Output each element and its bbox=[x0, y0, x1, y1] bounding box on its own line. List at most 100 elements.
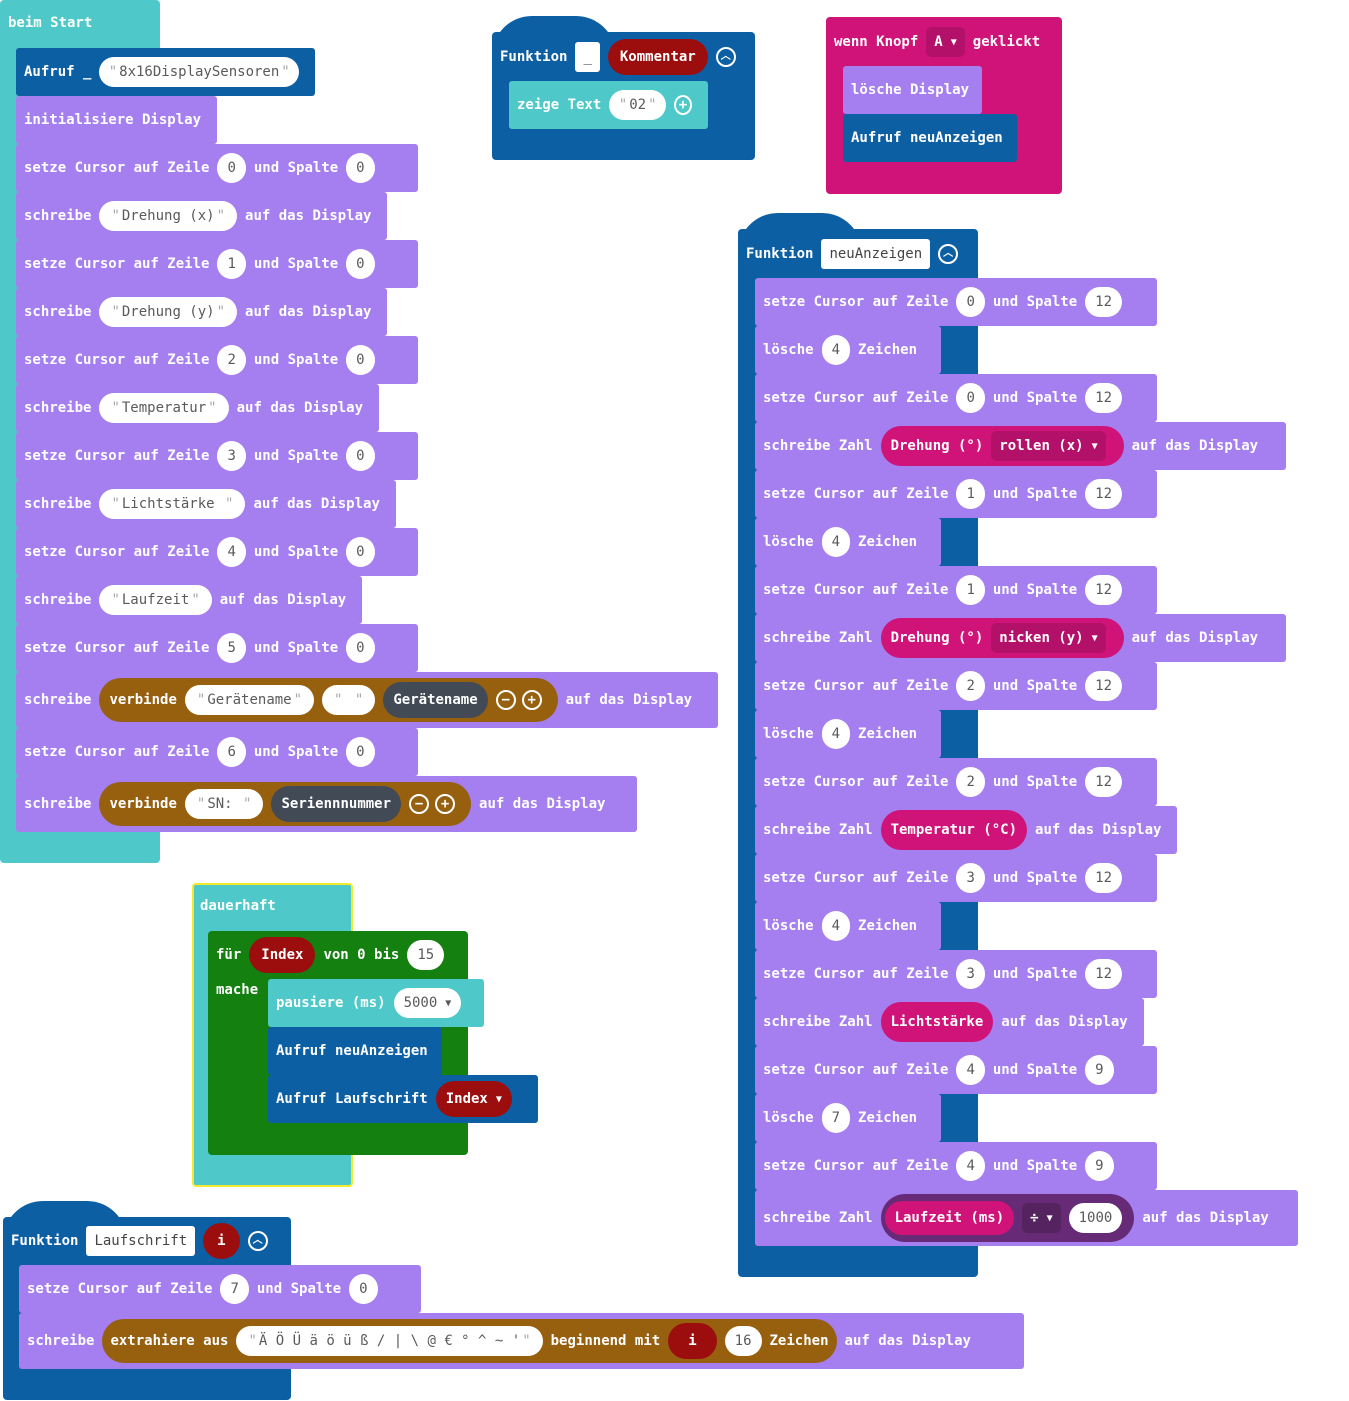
write-text-block[interactable]: schreibe"Laufzeit"auf das Display bbox=[16, 576, 363, 624]
cursor-col-field[interactable]: 0 bbox=[346, 249, 375, 279]
cursor-col-field[interactable]: 12 bbox=[1085, 575, 1123, 605]
button-event-header[interactable]: wenn Knopf A▼ geklickt bbox=[826, 18, 1056, 66]
pause-dropdown[interactable]: 5000▼ bbox=[393, 988, 462, 1018]
write-text-field[interactable]: "Laufzeit" bbox=[99, 585, 212, 615]
cursor-col-field[interactable]: 0 bbox=[346, 153, 375, 183]
collapse-icon[interactable]: ︿ bbox=[938, 244, 959, 264]
join-text-b[interactable]: " " bbox=[322, 685, 376, 715]
laufschrift-write-block[interactable]: schreibe extrahiere aus "Ä Ö Ü ä ö ü ß /… bbox=[19, 1313, 1024, 1369]
laufschrift-header[interactable]: Funktion Laufschrift i ︿ bbox=[3, 1217, 284, 1265]
plus-icon[interactable]: + bbox=[435, 794, 456, 814]
cursor-col-field[interactable]: 0 bbox=[346, 537, 375, 567]
kommentar-header[interactable]: Funktion _ Kommentar ︿ bbox=[492, 33, 752, 81]
show-text-value[interactable]: "02" bbox=[609, 90, 666, 120]
cursor-row-field[interactable]: 4 bbox=[956, 1151, 985, 1181]
sensor-reporter[interactable]: Temperatur (°C) bbox=[880, 810, 1028, 850]
rotation-sensor[interactable]: Drehung (°)nicken (y)▼ bbox=[880, 618, 1124, 658]
cursor-col-field[interactable]: 9 bbox=[1085, 1151, 1114, 1181]
cursor-col-field[interactable]: 12 bbox=[1085, 767, 1123, 797]
collapse-icon[interactable]: ︿ bbox=[715, 47, 736, 67]
join-text-a[interactable]: "SN: " bbox=[184, 789, 264, 819]
axis-dropdown[interactable]: nicken (y)▼ bbox=[991, 623, 1106, 653]
kommentar-param[interactable]: Kommentar bbox=[607, 39, 708, 75]
write-text-block[interactable]: schreibe"Drehung (y)"auf das Display bbox=[16, 288, 388, 336]
cursor-row-field[interactable]: 2 bbox=[217, 345, 246, 375]
cursor-row-field[interactable]: 4 bbox=[956, 1055, 985, 1085]
call-neuanzeigen-block[interactable]: Aufruf neuAnzeigen bbox=[843, 114, 1017, 162]
divisor-field[interactable]: 1000 bbox=[1068, 1203, 1123, 1233]
laufschrift-name-field[interactable]: Laufschrift bbox=[86, 1226, 196, 1256]
clear-display-block[interactable]: lösche Display bbox=[843, 66, 982, 114]
plus-icon[interactable]: + bbox=[673, 95, 692, 115]
minus-icon[interactable]: − bbox=[495, 690, 516, 710]
call-arg-field[interactable]: "8x16DisplaySensoren" bbox=[99, 57, 299, 87]
extract-block[interactable]: extrahiere aus "Ä Ö Ü ä ö ü ß / | \ @ € … bbox=[102, 1319, 837, 1363]
join-block[interactable]: verbinde"SN: "Seriennnummer−+ bbox=[99, 782, 472, 826]
cursor-row-field[interactable]: 3 bbox=[956, 959, 985, 989]
cursor-row-field[interactable]: 5 bbox=[217, 633, 246, 663]
cursor-col-field[interactable]: 0 bbox=[346, 737, 375, 767]
cursor-row-field[interactable]: 2 bbox=[956, 671, 985, 701]
cursor-row-field[interactable]: 3 bbox=[217, 441, 246, 471]
sensor-reporter[interactable]: Lichtstärke bbox=[880, 1002, 994, 1042]
loop-to-field[interactable]: 15 bbox=[407, 940, 445, 970]
rotation-sensor[interactable]: Drehung (°)rollen (x)▼ bbox=[880, 426, 1124, 466]
clear-count-field[interactable]: 4 bbox=[821, 335, 851, 365]
neuanzeigen-header[interactable]: Funktion neuAnzeigen ︿ bbox=[738, 230, 974, 278]
divide-block[interactable]: Laufzeit (ms)÷▼1000 bbox=[880, 1194, 1135, 1242]
write-text-field[interactable]: "Temperatur" bbox=[99, 393, 229, 423]
cursor-col-field[interactable]: 0 bbox=[346, 345, 375, 375]
call2-arg-dropdown[interactable]: Index▼ bbox=[435, 1081, 512, 1117]
cursor-row-field[interactable]: 3 bbox=[956, 863, 985, 893]
cursor-row-field[interactable]: 0 bbox=[956, 287, 985, 317]
write-text-block[interactable]: schreibe"Drehung (x)"auf das Display bbox=[16, 192, 388, 240]
call-neuanzeigen-loop-block[interactable]: Aufruf neuAnzeigen bbox=[268, 1027, 442, 1075]
cursor-col-field[interactable]: 12 bbox=[1085, 959, 1123, 989]
cursor-col-field[interactable]: 12 bbox=[1085, 671, 1123, 701]
cursor-col-field[interactable]: 12 bbox=[1085, 383, 1123, 413]
clear-count-field[interactable]: 4 bbox=[821, 719, 851, 749]
extract-source-field[interactable]: "Ä Ö Ü ä ö ü ß / | \ @ € ° ^ ~ ' " bbox=[236, 1326, 543, 1356]
laufschrift-param[interactable]: i bbox=[203, 1223, 240, 1259]
cursor-row-field[interactable]: 7 bbox=[220, 1274, 249, 1304]
sensor-reporter[interactable]: Laufzeit (ms) bbox=[884, 1201, 1015, 1235]
laufschrift-cursor-block[interactable]: setze Cursor auf Zeile 7 und Spalte 0 bbox=[19, 1265, 421, 1313]
for-loop-header[interactable]: für Index von 0 bis 15 bbox=[208, 931, 460, 979]
cursor-row-field[interactable]: 1 bbox=[956, 479, 985, 509]
call-block[interactable]: Aufruf _ "8x16DisplaySensoren" bbox=[16, 48, 315, 96]
loop-var[interactable]: Index bbox=[249, 937, 316, 973]
cursor-row-field[interactable]: 6 bbox=[217, 737, 246, 767]
cursor-col-field[interactable]: 9 bbox=[1085, 1055, 1114, 1085]
collapse-icon[interactable]: ︿ bbox=[247, 1231, 268, 1251]
cursor-col-field[interactable]: 12 bbox=[1085, 287, 1123, 317]
pause-block[interactable]: pausiere (ms) 5000▼ bbox=[268, 979, 484, 1027]
operator-dropdown[interactable]: ÷▼ bbox=[1022, 1203, 1061, 1233]
show-text-block[interactable]: zeige Text "02" + bbox=[509, 81, 708, 129]
cursor-col-field[interactable]: 0 bbox=[346, 633, 375, 663]
plus-icon[interactable]: + bbox=[521, 690, 542, 710]
cursor-row-field[interactable]: 0 bbox=[956, 383, 985, 413]
write-text-field[interactable]: "Drehung (x)" bbox=[99, 201, 238, 231]
cursor-row-field[interactable]: 1 bbox=[217, 249, 246, 279]
join-var[interactable]: Seriennnummer bbox=[271, 786, 402, 822]
